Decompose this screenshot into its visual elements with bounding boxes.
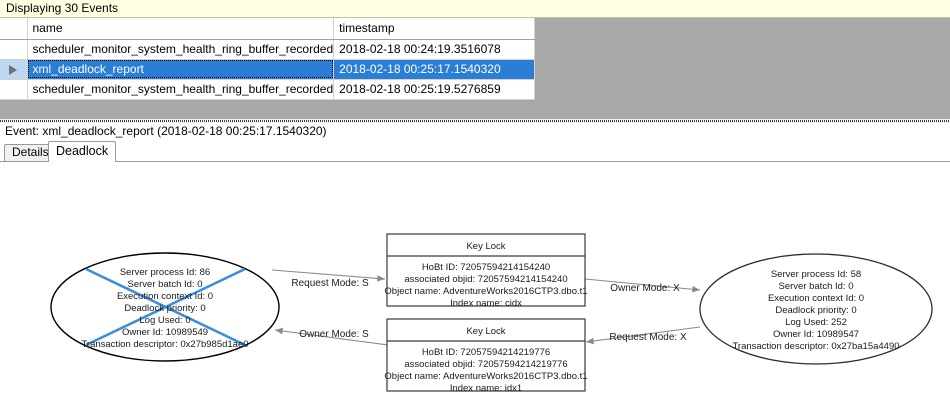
edge-left-owner-s: Owner Mode: S: [274, 327, 389, 346]
resource-line: associated objid: 72057594214154240: [404, 274, 567, 285]
table-row[interactable]: scheduler_monitor_system_health_ring_buf…: [0, 79, 536, 100]
resource-line: Index name: idx1: [450, 383, 522, 394]
row-pointer-icon: [9, 64, 18, 75]
process-line: Execution context Id: 0: [117, 291, 213, 302]
tab-deadlock[interactable]: Deadlock: [48, 141, 117, 162]
column-header-name[interactable]: name: [27, 18, 335, 40]
row-selector-cell[interactable]: [0, 39, 28, 60]
column-header-selector[interactable]: [0, 18, 28, 40]
edge-right-request-x: Request Mode: X: [585, 326, 701, 345]
process-line: Transaction descriptor: 0x27ba15a4490: [732, 341, 899, 352]
process-line: Deadlock priority: 0: [124, 303, 205, 314]
resource-node-top-key-lock[interactable]: Key Lock HoBt ID: 72057594214154240 asso…: [384, 233, 588, 309]
process-line: Server process Id: 58: [771, 269, 861, 280]
resource-line: Index name: cidx: [450, 298, 522, 309]
tab-details[interactable]: Details: [4, 144, 57, 161]
event-title: Event: xml_deadlock_report (2018-02-18 0…: [0, 123, 950, 141]
events-grid-container[interactable]: name timestamp scheduler_monitor_system_…: [0, 18, 950, 119]
edge-label-request-mode-s: Request Mode: S: [291, 278, 369, 289]
edge-label-owner-mode-x: Owner Mode: X: [610, 283, 680, 294]
cell-timestamp[interactable]: 2018-02-18 00:25:19.5276859: [333, 79, 536, 100]
resource-line: HoBt ID: 72057594214219776: [422, 347, 550, 358]
events-grid[interactable]: name timestamp scheduler_monitor_system_…: [0, 18, 536, 100]
horizontal-splitter[interactable]: [0, 119, 950, 123]
process-line: Owner Id: 10989549: [122, 327, 208, 338]
resource-line: Object name: AdventureWorks2016CTP3.dbo.…: [384, 371, 587, 382]
table-row[interactable]: scheduler_monitor_system_health_ring_buf…: [0, 39, 536, 60]
resource-title: Key Lock: [466, 326, 505, 337]
process-line: Execution context Id: 0: [768, 293, 864, 304]
process-line: Server process Id: 86: [120, 267, 210, 278]
resource-node-bottom-key-lock[interactable]: Key Lock HoBt ID: 72057594214219776 asso…: [384, 318, 588, 394]
cell-name[interactable]: xml_deadlock_report: [27, 59, 335, 80]
resource-line: HoBt ID: 72057594214154240: [422, 262, 550, 273]
cell-name[interactable]: scheduler_monitor_system_health_ring_buf…: [27, 79, 335, 100]
cell-name[interactable]: scheduler_monitor_system_health_ring_buf…: [27, 39, 335, 60]
column-header-timestamp[interactable]: timestamp: [333, 18, 536, 40]
process-line: Deadlock priority: 0: [775, 305, 856, 316]
cell-timestamp[interactable]: 2018-02-18 00:25:17.1540320: [333, 59, 536, 80]
tabstrip: Details Deadlock: [0, 141, 950, 162]
grid-body: scheduler_monitor_system_health_ring_buf…: [0, 39, 536, 100]
process-node-right[interactable]: Server process Id: 58 Server batch Id: 0…: [699, 253, 933, 365]
cell-timestamp[interactable]: 2018-02-18 00:24:19.3516078: [333, 39, 536, 60]
row-selector-cell[interactable]: [0, 59, 28, 80]
process-line: Transaction descriptor: 0x27b985d1ae0: [81, 339, 248, 350]
displaying-events-banner: Displaying 30 Events: [0, 0, 950, 18]
process-line: Server batch Id: 0: [128, 279, 203, 290]
resource-line: Object name: AdventureWorks2016CTP3.dbo.…: [384, 286, 587, 297]
edge-left-request-s: Request Mode: S: [271, 269, 386, 289]
deadlock-graph-canvas[interactable]: Request Mode: S Owner Mode: X Owner Mode…: [0, 161, 950, 400]
process-node-left[interactable]: Server process Id: 86 Server batch Id: 0…: [50, 252, 280, 362]
process-line: Owner Id: 10989547: [773, 329, 859, 340]
resource-title: Key Lock: [466, 241, 505, 252]
process-line: Log Used: 252: [785, 317, 847, 328]
process-line: Log Used: 0: [139, 315, 190, 326]
resource-line: associated objid: 72057594214219776: [404, 359, 567, 370]
edge-label-request-mode-x: Request Mode: X: [609, 332, 687, 343]
edge-right-owner-x: Owner Mode: X: [584, 278, 701, 294]
edge-label-owner-mode-s: Owner Mode: S: [299, 329, 369, 340]
table-row[interactable]: xml_deadlock_report 2018-02-18 00:25:17.…: [0, 59, 536, 80]
process-line: Server batch Id: 0: [779, 281, 854, 292]
grid-header-row: name timestamp: [0, 18, 536, 40]
row-selector-cell[interactable]: [0, 79, 28, 100]
